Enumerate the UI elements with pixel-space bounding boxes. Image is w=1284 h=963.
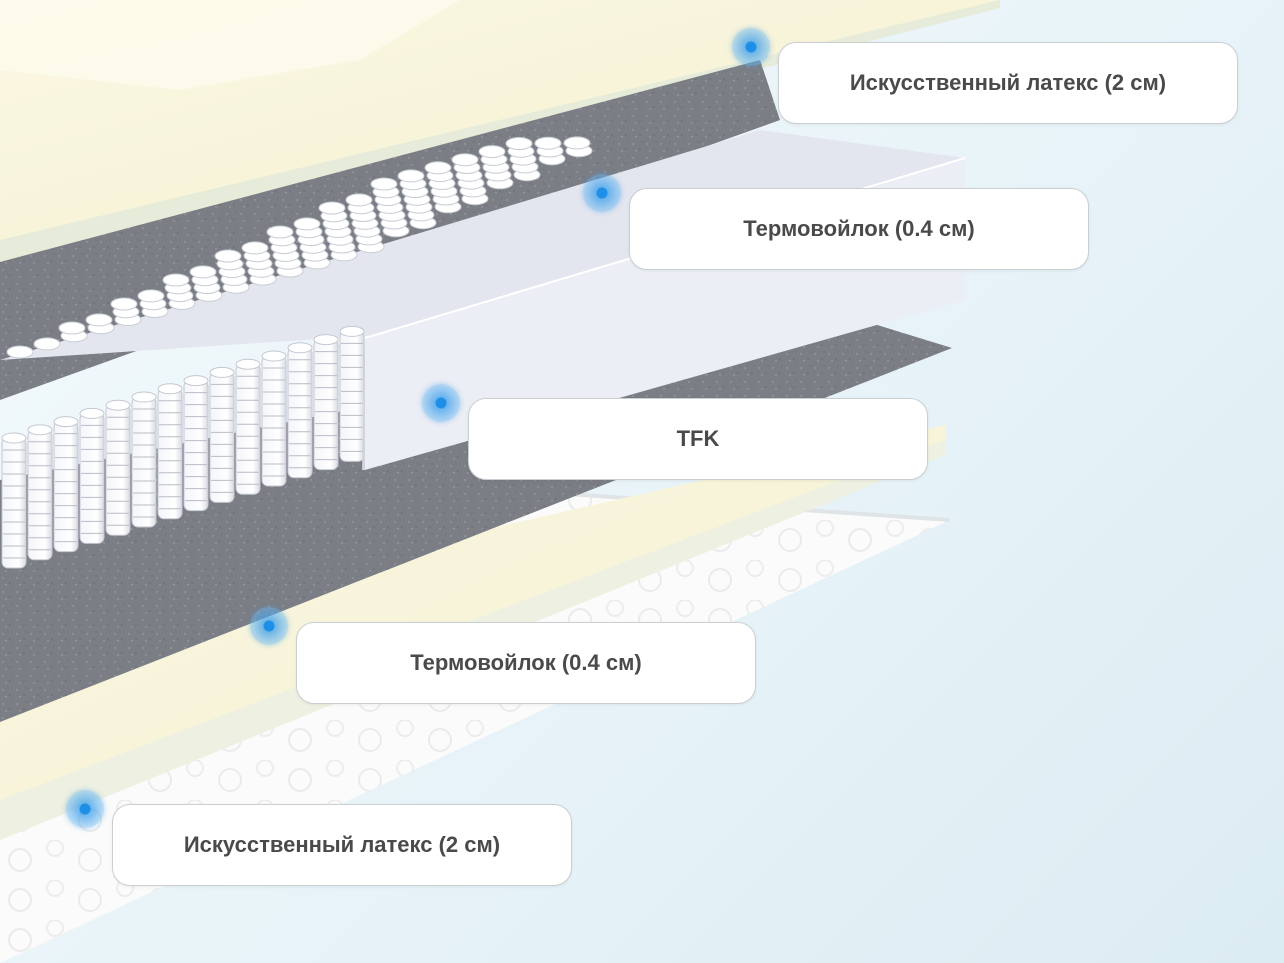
layer-label-top-felt: Термовойлок (0.4 см) xyxy=(629,188,1089,270)
spring-coil-top xyxy=(189,265,217,279)
spring-coil-top xyxy=(241,241,269,255)
spring-coil xyxy=(79,407,105,544)
spring-coil-front-row xyxy=(1,325,365,569)
spring-coil xyxy=(183,375,209,512)
spring-coil xyxy=(131,391,157,528)
layer-label-bottom-latex: Искусственный латекс (2 см) xyxy=(112,804,572,886)
hotspot-bottom-felt[interactable] xyxy=(250,607,288,645)
spring-coil-top xyxy=(397,169,425,183)
spring-coil-top xyxy=(58,321,86,335)
spring-coil xyxy=(261,350,287,487)
spring-coil xyxy=(1,432,27,569)
spring-coil xyxy=(27,424,53,561)
spring-coil-top xyxy=(424,161,452,175)
spring-coil xyxy=(235,358,261,495)
hotspot-spring-block[interactable] xyxy=(422,384,460,422)
spring-coil xyxy=(105,399,131,536)
layer-label-spring-block: TFK xyxy=(468,398,928,480)
spring-coil-top xyxy=(505,137,533,150)
spring-coil-top xyxy=(6,345,34,359)
spring-coil-top xyxy=(137,289,165,303)
spring-coil-top xyxy=(293,217,321,231)
hotspot-bottom-latex[interactable] xyxy=(66,790,104,828)
spring-coil-top xyxy=(214,249,242,263)
spring-coil-top xyxy=(534,136,562,150)
spring-coil xyxy=(157,383,183,520)
spring-coil xyxy=(339,325,365,462)
spring-coil-top xyxy=(33,337,61,351)
hotspot-top-latex[interactable] xyxy=(732,28,770,66)
spring-coil-top xyxy=(345,193,373,207)
spring-coil-top xyxy=(370,177,398,191)
spring-coil-top xyxy=(110,297,138,311)
spring-coil-tops xyxy=(6,136,593,359)
hotspot-top-felt[interactable] xyxy=(583,174,621,212)
spring-coil-top xyxy=(266,225,294,239)
spring-coil xyxy=(313,334,339,471)
spring-coil-top xyxy=(478,145,506,159)
spring-coil-top xyxy=(318,201,346,215)
spring-coil-top xyxy=(85,313,113,327)
spring-coil xyxy=(209,366,235,503)
spring-coil-top xyxy=(563,136,591,150)
spring-coil-top xyxy=(162,273,190,287)
spring-coil xyxy=(53,416,79,553)
spring-coil-top xyxy=(451,153,479,167)
layer-label-bottom-felt: Термовойлок (0.4 см) xyxy=(296,622,756,704)
layer-label-top-latex: Искусственный латекс (2 см) xyxy=(778,42,1238,124)
spring-coil xyxy=(287,342,313,479)
